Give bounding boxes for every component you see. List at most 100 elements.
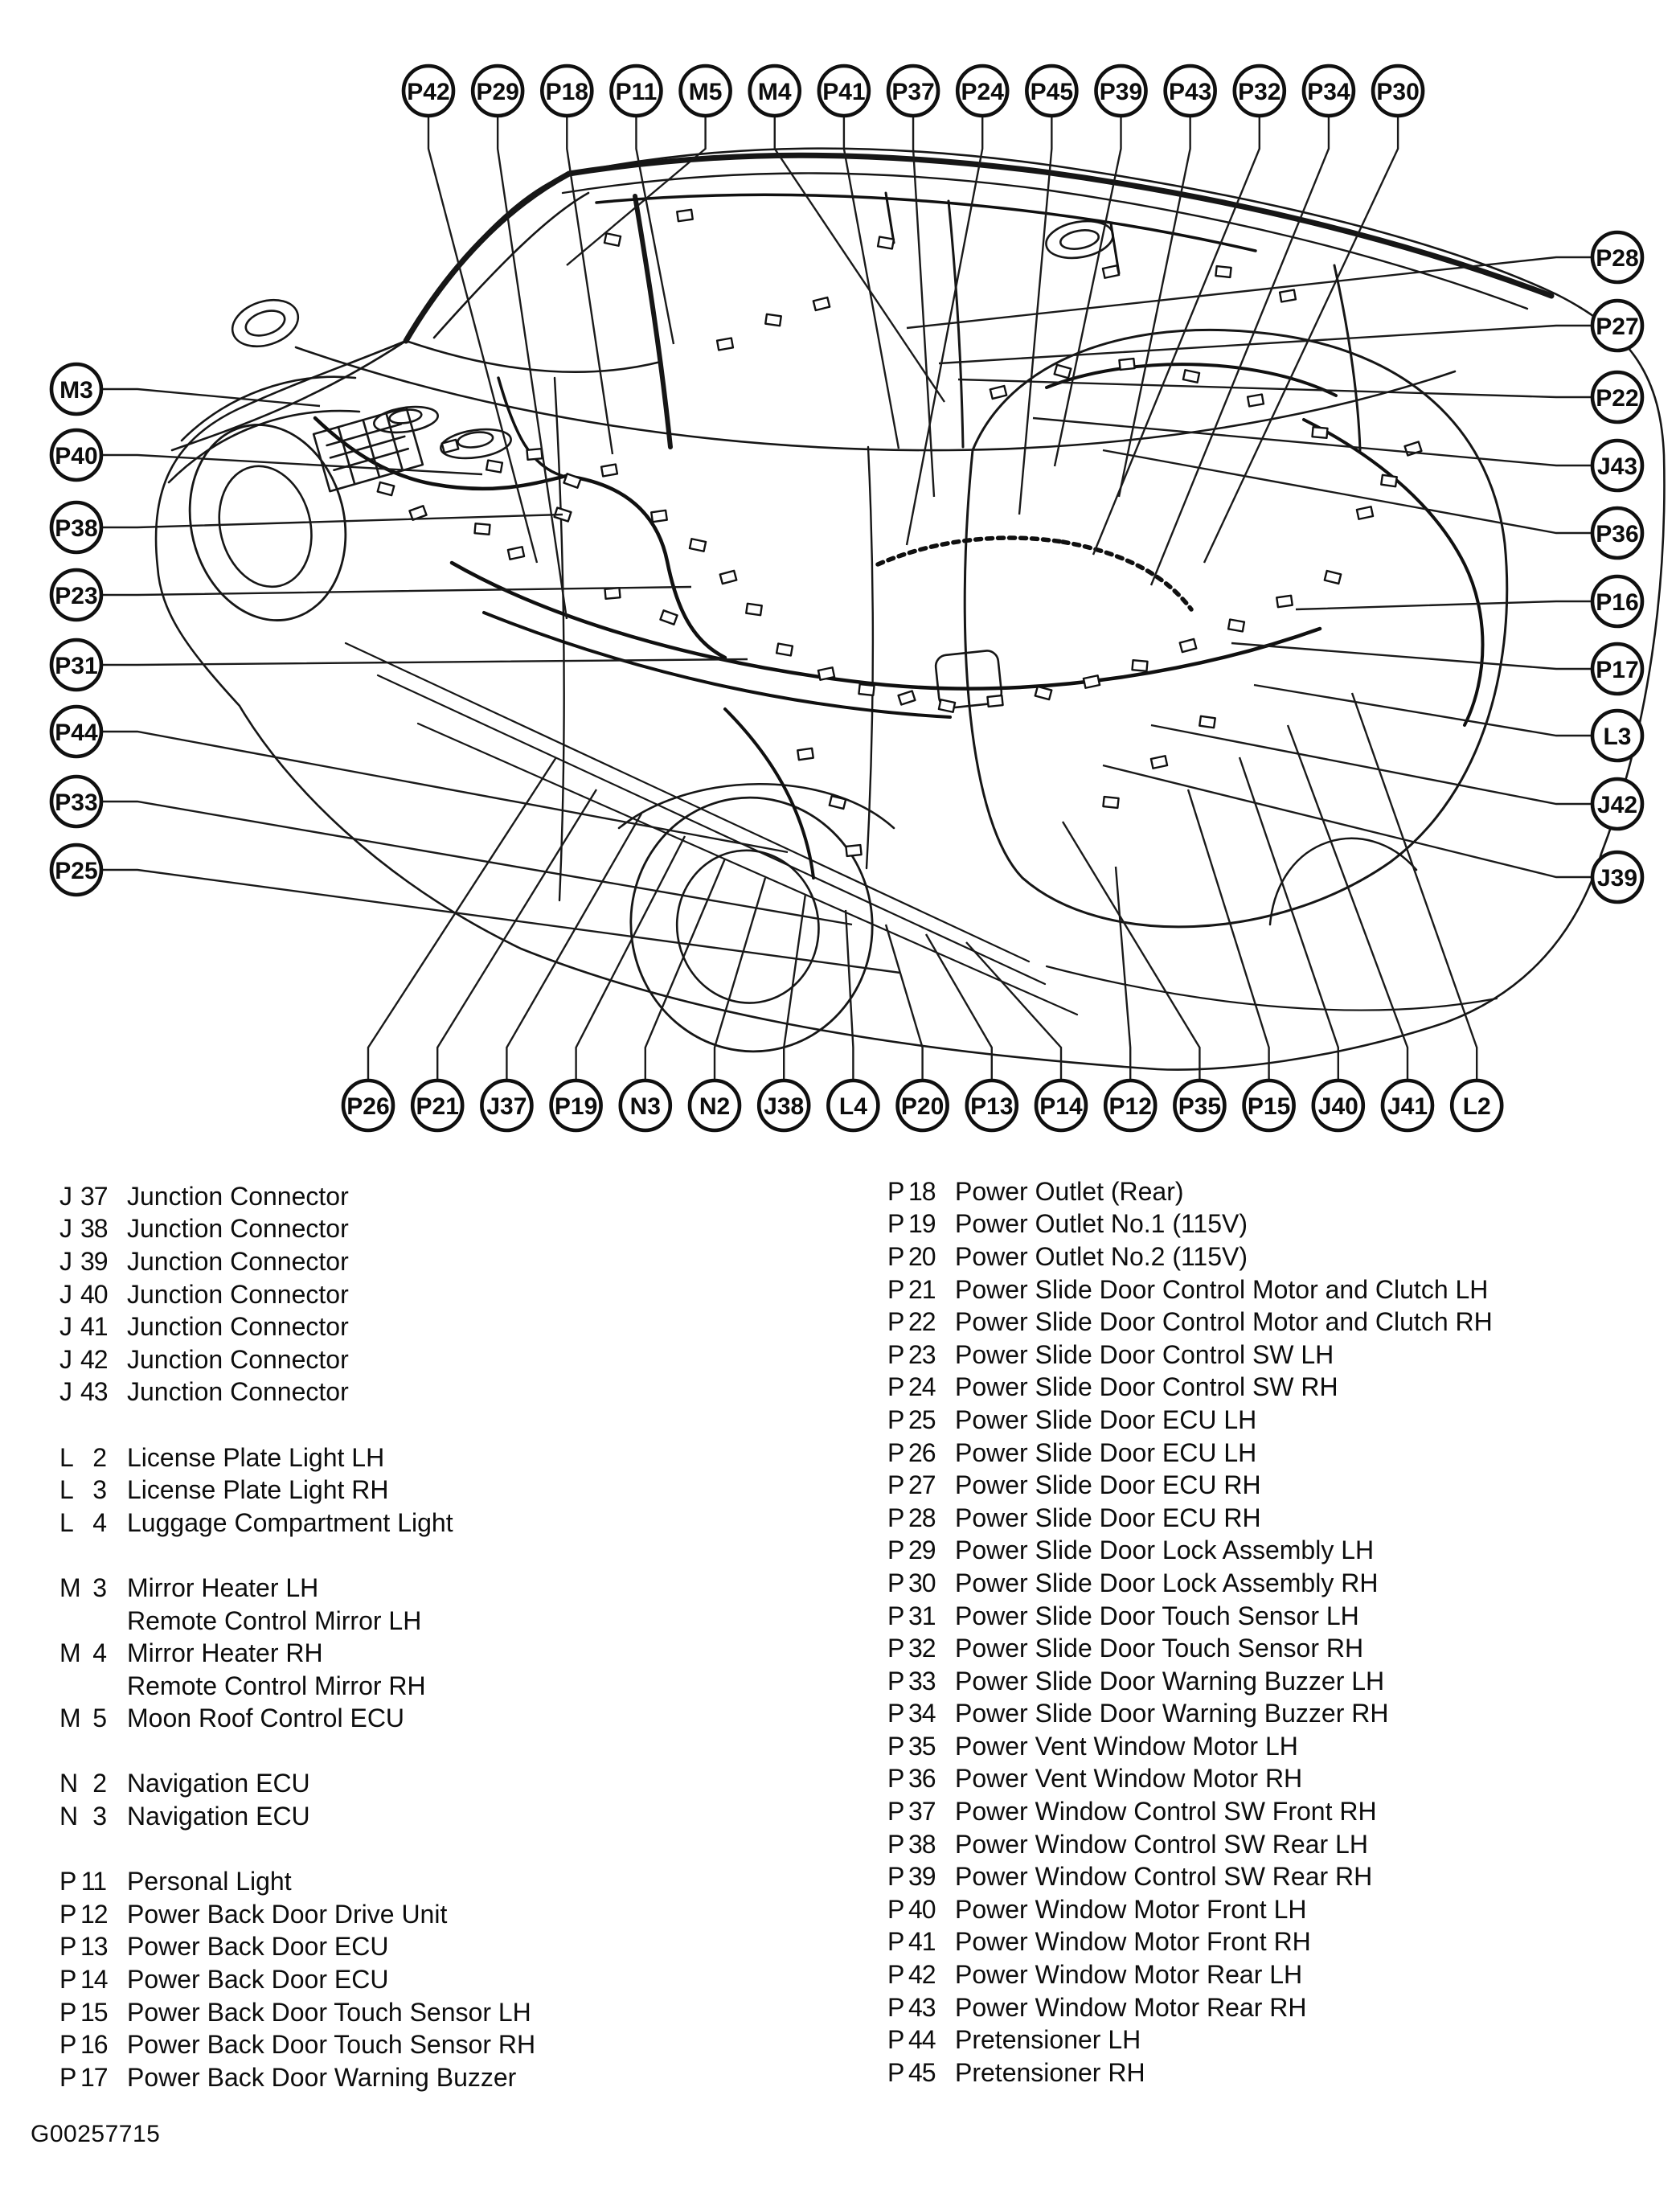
connector-box: [604, 587, 621, 600]
leader-line-N3: [644, 858, 727, 1080]
legend-code-number: 37: [80, 1181, 109, 1211]
leader-line-P35: [1061, 821, 1201, 1080]
legend-code-letter: P: [887, 1568, 905, 1597]
callout-circle: [49, 500, 104, 555]
wiring-harness: [313, 191, 1485, 880]
rear-hatch-opening: [963, 328, 1509, 929]
leader-line-P24: [905, 116, 984, 546]
legend-code-letter: J: [59, 1279, 72, 1309]
callout-circle: [1449, 1078, 1504, 1133]
callout-P44: P44: [49, 704, 104, 759]
callout-label: P31: [55, 653, 97, 679]
callout-P39: P39: [1094, 64, 1148, 118]
legend-code-letter: P: [887, 1666, 905, 1696]
legend-description: Power Slide Door Warning Buzzer RH: [955, 1699, 1389, 1728]
legend-description: License Plate Light RH: [127, 1475, 389, 1505]
legend-description: Power Slide Door Touch Sensor LH: [955, 1601, 1359, 1630]
legend-code-number: 25: [908, 1404, 936, 1434]
callout-circle: [470, 64, 525, 118]
leader-line-J37: [506, 813, 643, 1080]
legend-code-letter: N: [59, 1769, 79, 1798]
callout-label: P34: [1307, 79, 1350, 105]
legend-code-number: 22: [908, 1307, 936, 1337]
leader-line-P20: [884, 924, 924, 1080]
legend-code-letter: L: [59, 1475, 74, 1505]
leader-line-P44: [101, 730, 789, 854]
connector-box: [812, 296, 831, 312]
legend-code-letter: P: [59, 1899, 77, 1929]
callout-J38: J38: [756, 1078, 811, 1133]
legend-code-letter: P: [887, 1797, 905, 1827]
leader-line-P14: [965, 941, 1063, 1080]
connector-box: [440, 438, 460, 454]
legend-description: Power Slide Door ECU RH: [955, 1470, 1261, 1500]
connector-box: [603, 232, 622, 247]
legend-description: Power Slide Door ECU LH: [955, 1437, 1257, 1467]
callout-circle: [341, 1078, 395, 1133]
callout-circle: [49, 843, 104, 897]
connector-box: [797, 747, 814, 761]
legend-code-number: 12: [80, 1899, 109, 1929]
legend-code-number: 42: [908, 1960, 936, 1990]
callout-P16: P16: [1590, 574, 1645, 629]
callout-label: P33: [55, 789, 97, 816]
vehicle-wiring-location-diagram: P42P29P18P11M5M4P41P37P24P45P39P43P32P34…: [49, 64, 1666, 1133]
callout-label: J41: [1387, 1093, 1428, 1120]
callout-circle: [1094, 64, 1148, 118]
legend-code-letter: P: [887, 2057, 905, 2087]
legend-code-number: 13: [80, 1932, 109, 1962]
legend-code-letter: M: [59, 1572, 81, 1602]
legend-code-letter: P: [887, 1829, 905, 1859]
connector-box: [1246, 393, 1265, 408]
connector-box: [775, 642, 794, 657]
callout-P33: P33: [49, 774, 104, 829]
leader-line-P30: [1203, 116, 1399, 564]
callout-P45: P45: [1025, 64, 1079, 118]
callout-circle: [1173, 1078, 1227, 1133]
callout-label: P25: [55, 858, 97, 884]
legend-code-number: 4: [92, 1638, 107, 1668]
legend-description: Navigation ECU: [127, 1802, 310, 1831]
callout-label: P36: [1596, 521, 1638, 547]
connector-box: [715, 337, 735, 351]
callout-P40: P40: [49, 428, 104, 482]
callout-label: M4: [758, 79, 792, 105]
callout-P31: P31: [49, 638, 104, 692]
legend-code-number: 17: [80, 2062, 109, 2092]
callout-label: L2: [1463, 1093, 1491, 1120]
legend-code-number: 26: [908, 1437, 936, 1467]
callout-label: P13: [970, 1093, 1013, 1120]
legend-description: Power Window Control SW Rear LH: [955, 1829, 1368, 1859]
leader-line-P41: [842, 116, 900, 449]
callout-P14: P14: [1034, 1078, 1088, 1133]
legend-description: Power Window Control SW Front RH: [955, 1797, 1377, 1827]
callout-J39: J39: [1590, 850, 1645, 904]
legend-code-letter: P: [59, 1932, 77, 1962]
connector-box: [845, 843, 863, 858]
callout-label: P18: [546, 79, 588, 105]
callout-leader-lines: [101, 116, 1592, 1080]
legend-description: Power Back Door Touch Sensor RH: [127, 2030, 536, 2060]
leader-line-L3: [1253, 683, 1592, 737]
leader-line-P22: [957, 378, 1592, 399]
legend-description: Power Slide Door ECU LH: [955, 1404, 1257, 1434]
legend-description: Junction Connector: [127, 1344, 349, 1374]
legend-code-number: 45: [908, 2057, 936, 2087]
callout-label: N2: [699, 1093, 730, 1120]
legend-code-number: 2: [92, 1442, 107, 1472]
